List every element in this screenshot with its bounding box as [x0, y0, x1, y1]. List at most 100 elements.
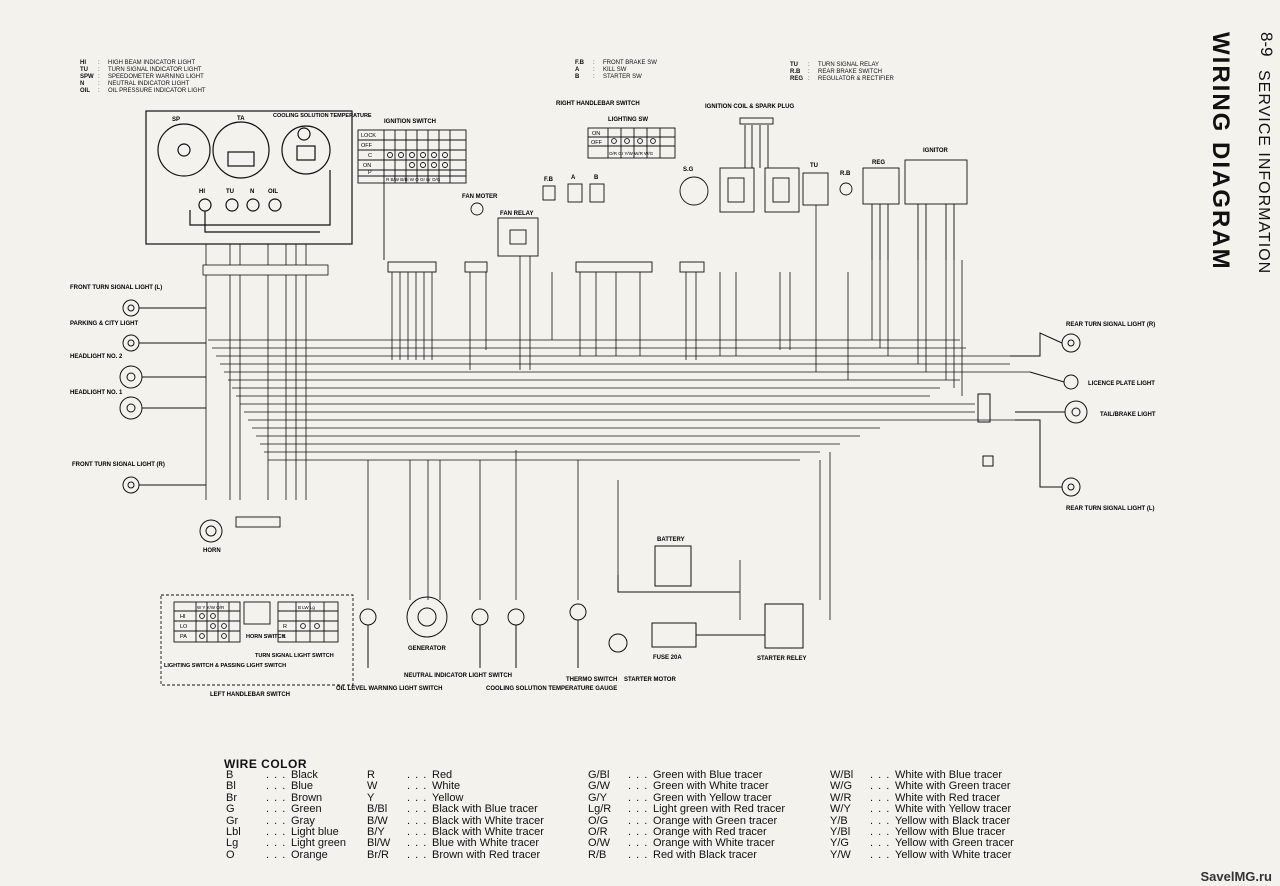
wire-color-code: Gr — [226, 814, 239, 827]
ign-row-c: C — [368, 153, 372, 159]
wire-color-entry: G/W. . .Green with White tracer — [588, 780, 785, 793]
left-handlebar-switch-block — [160, 516, 354, 686]
wire-color-name: Orange with White tracer — [653, 837, 775, 850]
front-turn-r-label: FRONT TURN SIGNAL LIGHT (R) — [72, 462, 165, 468]
abbr-text: NEUTRAL INDICATOR LIGHT — [108, 81, 190, 87]
wire-color-entry: W/Y. . .White with Yellow tracer — [830, 803, 1014, 816]
ignitor-label: IGNITOR — [923, 148, 949, 154]
wire-color-code: Y/G — [830, 837, 849, 850]
wire-color-name: Gray — [291, 814, 315, 827]
wire-color-name: White — [432, 780, 461, 793]
abbr-text: TURN SIGNAL RELAY — [818, 62, 880, 68]
wire-color-name: Light blue — [291, 826, 339, 839]
abbr-code: TU — [790, 62, 798, 68]
wire-color-entry: Lg. . .Light green — [226, 837, 346, 850]
wire-color-name: Yellow with Blue tracer — [895, 826, 1006, 839]
lighting-passing-label: LIGHTING SWITCH & PASSING LIGHT SWITCH — [164, 663, 286, 669]
wire-color-code: O/G — [588, 814, 609, 827]
light-cols: O/R Gr Y/W W/R W/G — [609, 151, 654, 156]
wire-color-code: R/B — [588, 848, 607, 861]
abbr-code: REG — [790, 76, 804, 82]
wire-color-dots: . . . — [266, 848, 287, 861]
oil-ind-label: OIL — [268, 189, 278, 195]
abbr-row: TU:TURN SIGNAL INDICATOR LIGHT — [80, 67, 202, 73]
wire-color-entry: B/W. . .Black with White tracer — [367, 814, 544, 827]
wire-color-name: Red with Black tracer — [653, 848, 757, 861]
abbr-text: HIGH BEAM INDICATOR LIGHT — [108, 60, 196, 66]
abbr-row: TU:TURN SIGNAL RELAY — [790, 62, 880, 68]
ign-row-on: ON — [363, 163, 371, 169]
headlight-1-label: HEADLIGHT NO. 1 — [70, 390, 123, 396]
wire-color-name: Yellow with Black tracer — [895, 814, 1011, 827]
wire-color-dots: . . . — [870, 848, 891, 861]
wire-color-entry: Lbl. . .Light blue — [226, 826, 346, 839]
bottom-components — [359, 545, 804, 668]
wire-color-name: White with Green tracer — [895, 780, 1011, 793]
wire-color-entry: Br. . .Brown — [226, 791, 346, 804]
wire-color-dots: . . . — [628, 780, 649, 793]
meter-abbreviations: HI:HIGH BEAM INDICATOR LIGHT TU:TURN SIG… — [80, 60, 206, 95]
wire-color-code: G — [226, 803, 235, 816]
instrument-cluster — [145, 110, 353, 245]
fuse-label: FUSE 20A — [653, 655, 682, 661]
cooling-gauge-label: COOLING SOLUTION TEMPERATURE GAUGE — [486, 686, 617, 692]
abbr-code: HI — [80, 60, 86, 66]
wire-color-dots: . . . — [407, 803, 428, 816]
n-ind-label: N — [250, 189, 254, 195]
wire-color-entry: Bl. . .Blue — [226, 780, 346, 792]
light-row-off: OFF — [591, 140, 603, 146]
abbr-row: A:KILL SW — [575, 67, 627, 73]
abbr-code: TU — [80, 67, 88, 73]
wire-color-entry: Y/G. . .Yellow with Green tracer — [830, 837, 1014, 850]
abbr-text: OIL PRESSURE INDICATOR LIGHT — [108, 88, 206, 94]
tu-relay-label: TU — [810, 163, 818, 169]
wire-color-name: Green with White tracer — [653, 780, 769, 793]
wire-color-dots: . . . — [407, 791, 428, 804]
wire-color-entry: Gr . . . Gray — [226, 814, 346, 827]
abbr-text: KILL SW — [603, 67, 627, 73]
wire-color-name: Yellow with White tracer — [895, 848, 1012, 861]
lsw-cols: W Y Y/W O/R — [197, 605, 225, 610]
wire-color-dots: . . . — [407, 826, 428, 839]
sg-label: S.G — [683, 167, 694, 173]
wire-color-entry: G. . .Green — [226, 803, 346, 816]
wire-color-code: W/G — [830, 780, 852, 793]
abbr-row: N:NEUTRAL INDICATOR LIGHT — [80, 81, 190, 87]
site-watermark: SavelMG.ru — [1200, 869, 1272, 884]
wire-color-name: Brown — [291, 791, 323, 804]
relay-abbreviations: TU:TURN SIGNAL RELAY R.B:REAR BRAKE SWIT… — [790, 62, 894, 83]
abbr-code: SPW — [80, 74, 94, 80]
ign-row-off: OFF — [361, 143, 373, 149]
wire-color-dots: . . . — [407, 814, 428, 827]
wire-color-code: Bl/W — [367, 837, 391, 850]
wire-color-dots: . . . — [628, 814, 649, 827]
wire-color-name: Orange — [291, 848, 328, 861]
wire-color-code: Lbl — [226, 826, 241, 839]
wire-color-name: White with Yellow tracer — [895, 803, 1012, 816]
wire-color-name: Blue with White tracer — [432, 837, 539, 850]
abbr-code: N — [80, 81, 85, 87]
fan-relay-label: FAN RELAY — [500, 211, 533, 217]
wire-color-entry: Bl/W. . .Blue with White tracer — [367, 837, 544, 850]
oil-level-switch-label: OIL LEVEL WARNING LIGHT SWITCH — [336, 686, 442, 692]
wire-color-dots: . . . — [407, 848, 428, 861]
ignition-switch-label: IGNITION SWITCH — [384, 119, 436, 125]
ign-row-p: P — [368, 170, 372, 176]
wire-color-dots: . . . — [870, 780, 891, 793]
wire-color-entry: W/G . . . White with Green tracer — [830, 780, 1014, 793]
abbr-text: SPEEDOMETER WARNING LIGHT — [108, 74, 204, 80]
wire-color-dots: . . . — [266, 814, 287, 827]
wire-color-entry: R. . .Red — [367, 769, 544, 781]
b-label: B — [594, 175, 599, 181]
wire-color-code: Lg — [226, 837, 239, 850]
wire-color-code: R — [367, 769, 375, 781]
wire-color-name: Orange with Red tracer — [653, 826, 767, 839]
wire-color-code: Lg/R — [588, 803, 612, 816]
generator-label: GENERATOR — [408, 646, 446, 652]
page-title: WIRING DIAGRAM — [1207, 32, 1234, 271]
licence-plate-label: LICENCE PLATE LIGHT — [1088, 381, 1155, 387]
